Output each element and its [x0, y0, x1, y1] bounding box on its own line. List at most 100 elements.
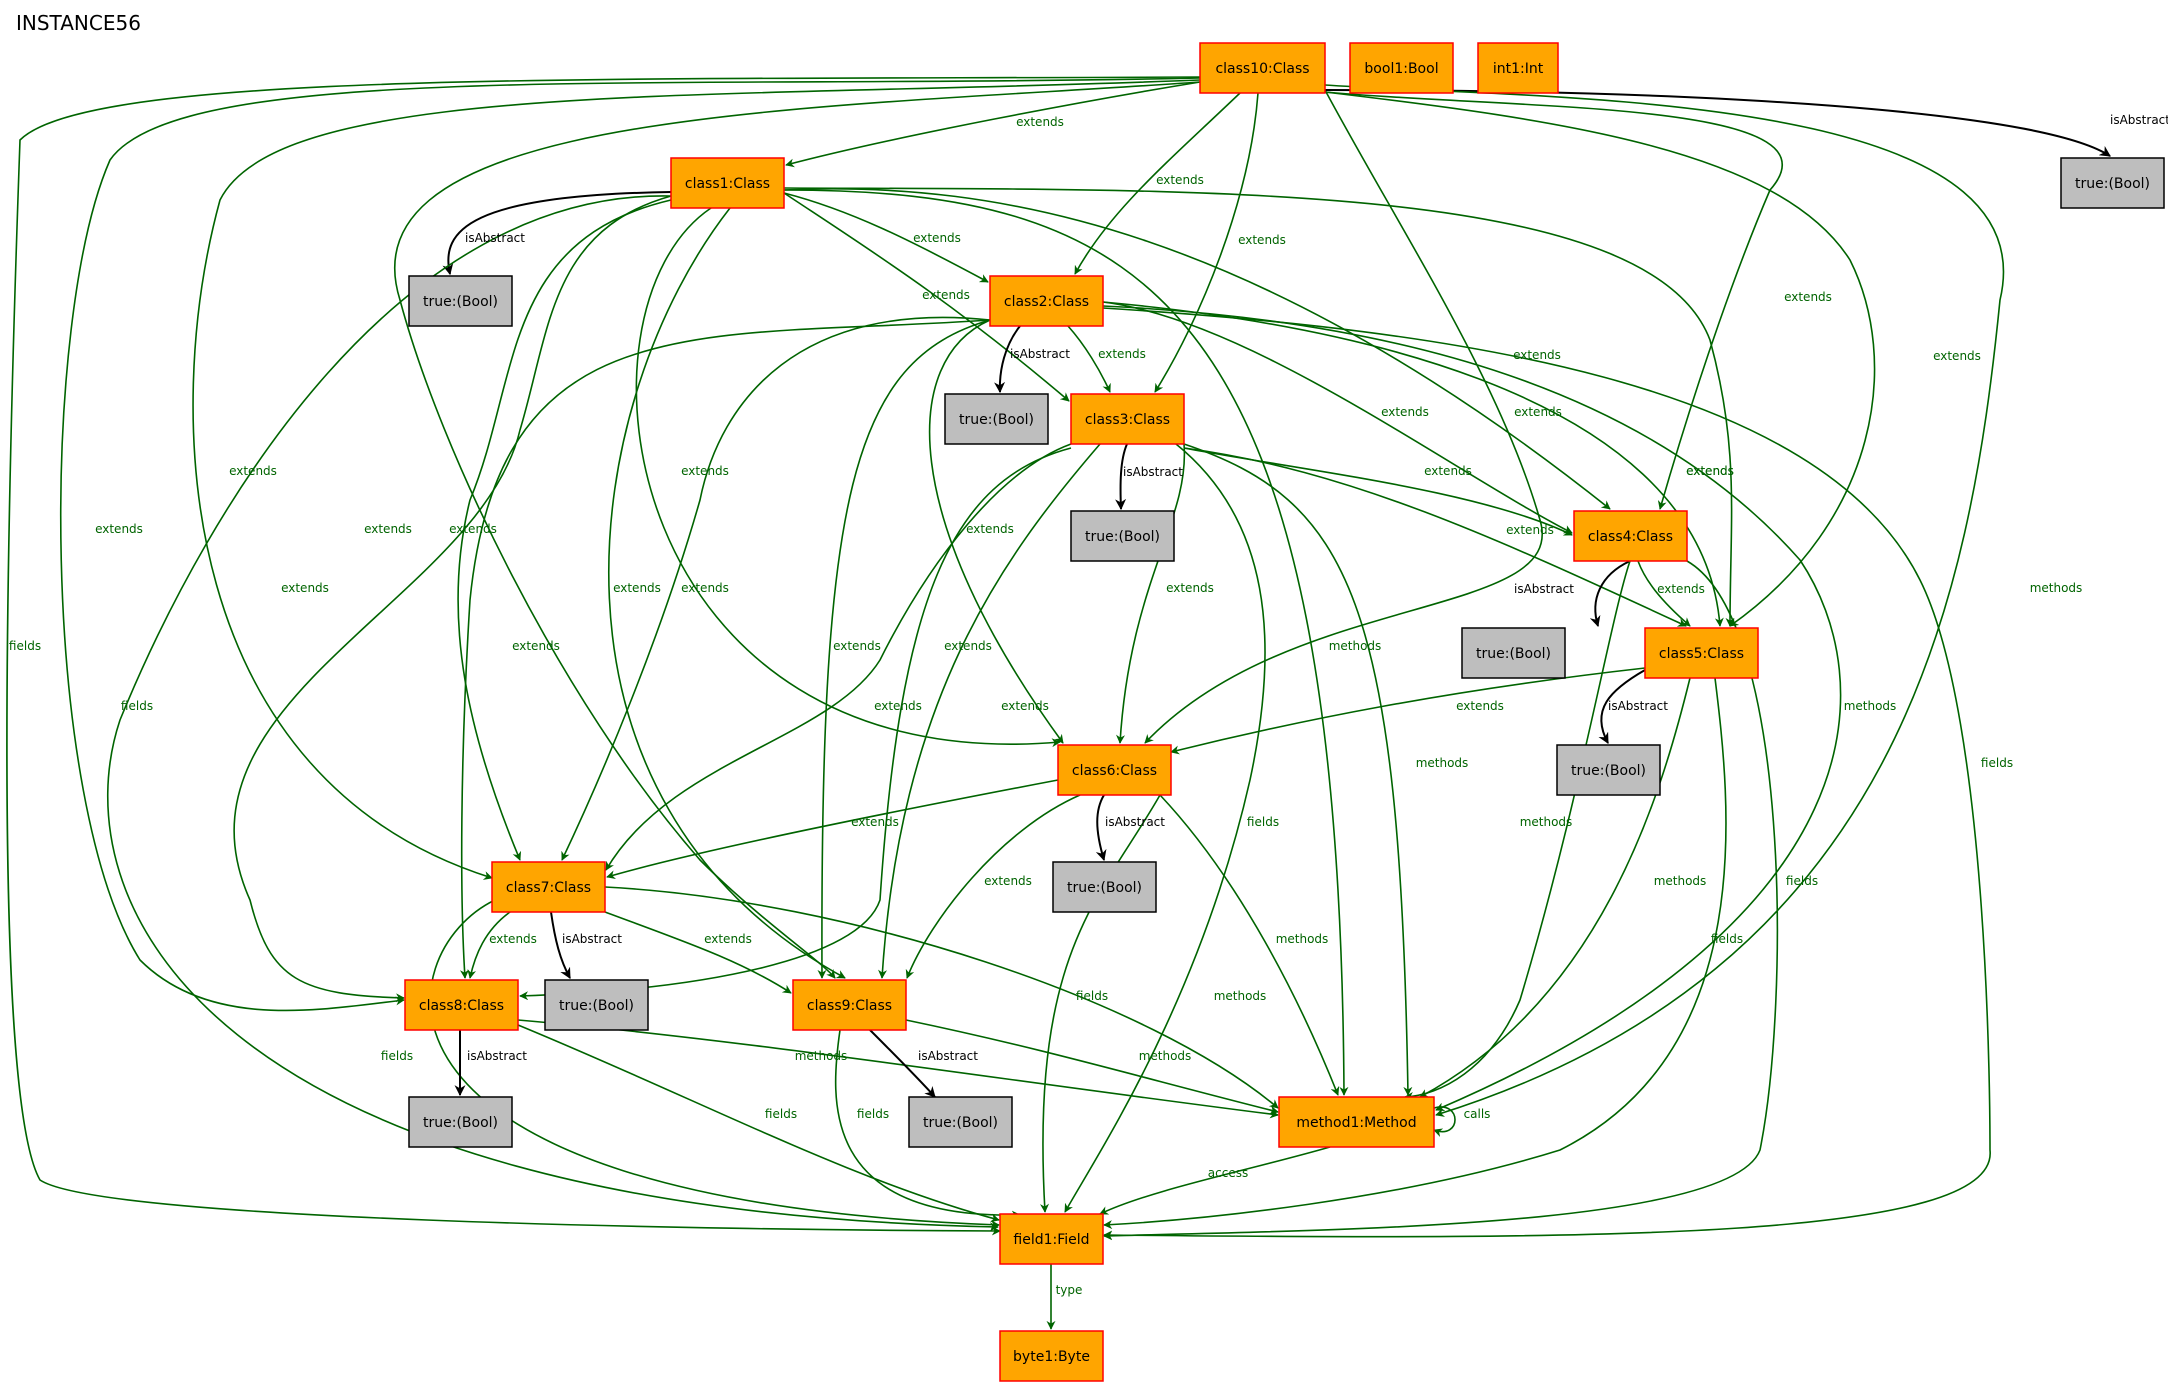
edge-label-class1-class5: extends	[1686, 464, 1734, 478]
node-class6[interactable]: class6:Class	[1057, 744, 1172, 796]
edge-class10-class6	[1144, 89, 1543, 744]
node-class8[interactable]: class8:Class	[404, 979, 519, 1031]
edge-class7-class9	[604, 911, 792, 994]
node-label-class5: class5:Class	[1659, 646, 1744, 662]
edge-label-class3-method1: methods	[1416, 756, 1469, 770]
node-box-class2	[989, 275, 1104, 327]
node-label-class4: class4:Class	[1588, 529, 1673, 545]
node-box-method1	[1278, 1096, 1435, 1148]
edge-class10-method1	[1324, 84, 2004, 1117]
edge-label-class8-field1: fields	[765, 1107, 797, 1121]
edge-label-class4-field1: fields	[1786, 874, 1818, 888]
node-class1[interactable]: class1:Class	[670, 157, 785, 209]
edge-label-class1-class3: extends	[922, 288, 970, 302]
node-class4[interactable]: class4:Class	[1573, 510, 1688, 562]
edge-class7-t7	[550, 911, 571, 979]
edge-class3-class7	[605, 443, 1072, 871]
node-box-class9	[792, 979, 907, 1031]
edge-label-class5-method1: methods	[1654, 874, 1707, 888]
edge-class6-class7	[606, 779, 1059, 880]
node-label-t10: true:(Bool)	[2075, 176, 2150, 192]
node-label-method1: method1:Method	[1296, 1115, 1416, 1131]
edge-class10-class5	[1324, 91, 1876, 627]
edge-class7-field1	[429, 899, 1000, 1230]
node-t10[interactable]: true:(Bool)	[2060, 157, 2165, 209]
edge-class10-field1	[6, 76, 1201, 1236]
node-box-t9	[908, 1096, 1013, 1148]
node-label-bool1: bool1:Bool	[1364, 61, 1438, 77]
edge-class2-class9	[817, 319, 991, 979]
node-t8[interactable]: true:(Bool)	[408, 1096, 513, 1148]
edge-label-class5-class6: extends	[1456, 699, 1504, 713]
node-t6[interactable]: true:(Bool)	[1052, 861, 1157, 913]
edge-label-class1-method1: methods	[1329, 639, 1382, 653]
edge-label-class9-field1: fields	[857, 1107, 889, 1121]
edge-label-class1-t1: isAbstract	[465, 231, 525, 245]
node-byte1[interactable]: byte1:Byte	[999, 1330, 1104, 1382]
edge-label-class4-method1: methods	[1520, 815, 1573, 829]
node-t1[interactable]: true:(Bool)	[408, 275, 513, 327]
node-box-t1	[408, 275, 513, 327]
node-box-byte1	[999, 1330, 1104, 1382]
node-box-field1	[999, 1213, 1104, 1265]
edge-class3-field1	[1064, 443, 1266, 1213]
edge-label-class10-class4: extends	[1784, 290, 1832, 304]
edge-label-class1-class9: extends	[613, 581, 661, 595]
node-t4[interactable]: true:(Bool)	[1461, 627, 1566, 679]
diagram-title: INSTANCE56	[16, 11, 141, 35]
node-t7[interactable]: true:(Bool)	[544, 979, 649, 1031]
node-label-t1: true:(Bool)	[423, 294, 498, 310]
edge-label-class3-t3: isAbstract	[1123, 465, 1183, 479]
node-class10[interactable]: class10:Class	[1199, 42, 1326, 94]
edge-label-class3-class7: extends	[944, 639, 992, 653]
node-class2[interactable]: class2:Class	[989, 275, 1104, 327]
edge-label-class3-class5: extends	[1506, 523, 1554, 537]
edge-label-class9-t9: isAbstract	[918, 1049, 978, 1063]
node-t3[interactable]: true:(Bool)	[1070, 510, 1175, 562]
edge-label-class7-method1: methods	[1214, 989, 1267, 1003]
node-class9[interactable]: class9:Class	[792, 979, 907, 1031]
edge-class8-field1	[517, 1024, 1000, 1223]
edge-label-class2-class5: extends	[1686, 464, 1734, 478]
node-t9[interactable]: true:(Bool)	[908, 1096, 1013, 1148]
node-t2[interactable]: true:(Bool)	[944, 393, 1049, 445]
edge-label-class3-class4: extends	[1424, 464, 1472, 478]
edge-label-class3-class6: extends	[1166, 581, 1214, 595]
edge-class9-field1	[834, 1029, 1021, 1220]
edge-label-class6-t6: isAbstract	[1105, 815, 1165, 829]
node-label-t8: true:(Bool)	[423, 1115, 498, 1131]
node-method1[interactable]: method1:Method	[1278, 1096, 1435, 1148]
node-class3[interactable]: class3:Class	[1070, 393, 1185, 445]
edge-class1-t1	[442, 191, 672, 276]
node-label-class6: class6:Class	[1072, 763, 1157, 779]
edge-class5-t5	[1598, 669, 1646, 744]
node-t5[interactable]: true:(Bool)	[1556, 744, 1661, 796]
node-label-class8: class8:Class	[419, 998, 504, 1014]
edge-class5-field1	[1103, 677, 1727, 1230]
node-class7[interactable]: class7:Class	[491, 861, 606, 913]
edge-method1-field1	[1099, 1146, 1331, 1215]
edge-label-class10-t10: isAbstract	[2110, 113, 2168, 127]
edge-class3-class5	[1183, 447, 1687, 627]
edge-class3-class9	[878, 443, 1101, 979]
edge-label-class2-field1: fields	[1981, 756, 2013, 770]
edge-class1-class9	[607, 207, 846, 979]
edge-class6-field1	[1040, 794, 1161, 1213]
edge-label-class10-class5: extends	[1933, 349, 1981, 363]
edge-label-class6-field1: fields	[1076, 989, 1108, 1003]
edge-labels-layer: extends extends extends extends extends exten…	[9, 113, 2168, 1297]
node-int1[interactable]: int1:Int	[1477, 42, 1559, 94]
node-field1[interactable]: field1:Field	[999, 1213, 1104, 1265]
edge-label-class7-class9: extends	[704, 932, 752, 946]
edge-class1-class4	[783, 188, 1611, 510]
edge-label-class10-class7: extends	[229, 464, 277, 478]
node-box-t6	[1052, 861, 1157, 913]
node-class5[interactable]: class5:Class	[1644, 627, 1759, 679]
edge-class4-field1	[1103, 560, 1779, 1241]
edge-class9-t9	[869, 1029, 936, 1098]
edge-class1-class7	[457, 199, 672, 861]
node-bool1[interactable]: bool1:Bool	[1349, 42, 1454, 94]
edge-label-class1-class2: extends	[913, 231, 961, 245]
node-box-class1	[670, 157, 785, 209]
